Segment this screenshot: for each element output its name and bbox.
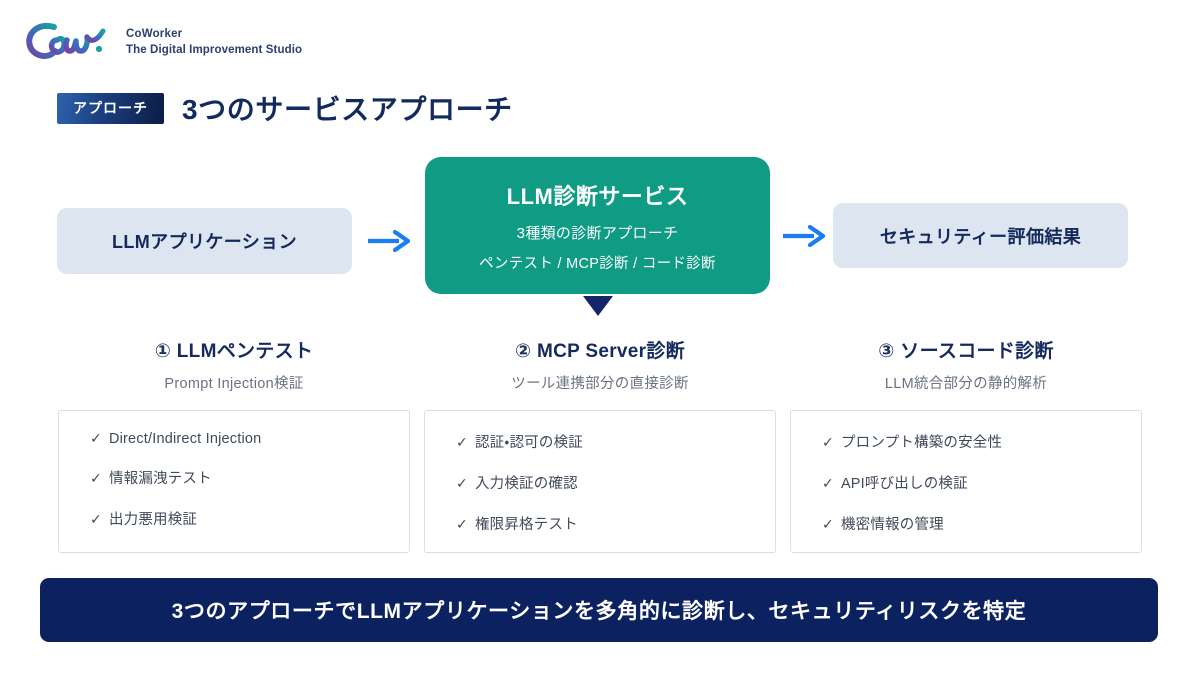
approach-subtitle-3: LLM統合部分の静的解析 bbox=[884, 376, 1048, 392]
list-item-label: 出力悪用検証 bbox=[108, 512, 198, 528]
arrow-right-icon bbox=[366, 228, 412, 254]
page-title-row: アプローチ 3つのサービスアプローチ bbox=[57, 88, 513, 128]
flow-output-box: セキュリティー評価結果 bbox=[833, 203, 1128, 268]
checklist-card-3: ✓ プロンプト構築の安全性 ✓ API呼び出しの検証 ✓ 機密情報の管理 bbox=[790, 410, 1142, 553]
list-item-label: プロンプト構築の安全性 bbox=[840, 435, 1003, 451]
approach-number-2: ② bbox=[515, 341, 532, 362]
approach-title-3: ③ ソースコード診断 bbox=[878, 336, 1053, 363]
approach-title-text-3: ソースコード診断 bbox=[900, 341, 1054, 362]
section-badge: アプローチ bbox=[57, 92, 164, 124]
list-item-label: 入力検証の確認 bbox=[474, 476, 578, 492]
brand-text: CoWorker The Digital Improvement Studio bbox=[126, 24, 302, 57]
brand-name: CoWorker bbox=[126, 28, 183, 41]
flow-center-detail: ペンテスト / MCP診断 / コード診断 bbox=[479, 255, 716, 272]
list-item: ✓ 入力検証の確認 bbox=[456, 472, 775, 493]
flow-center-title: LLM診断サービス bbox=[506, 183, 689, 209]
approach-column-2: ② MCP Server診断 ツール連携部分の直接診断 ✓ 認証・認可の検証 ✓… bbox=[419, 336, 781, 553]
approach-subtitle-1: Prompt Injection検証 bbox=[164, 376, 304, 392]
arrow-right-icon bbox=[781, 223, 827, 249]
approach-title-1: ① LLMペンテスト bbox=[155, 336, 313, 363]
check-icon: ✓ bbox=[822, 434, 834, 450]
list-item: ✓ 出力悪用検証 bbox=[90, 508, 409, 529]
brand-header: CoWorker The Digital Improvement Studio bbox=[24, 18, 302, 64]
list-item: ✓ 認証・認可の検証 bbox=[456, 431, 775, 452]
approach-subtitle-2: ツール連携部分の直接診断 bbox=[511, 376, 689, 392]
coworker-cow-logo-icon bbox=[24, 18, 116, 64]
flow-center-box: LLM診断サービス 3種類の診断アプローチ ペンテスト / MCP診断 / コー… bbox=[425, 157, 770, 294]
flow-input-box: LLMアプリケーション bbox=[57, 208, 352, 274]
summary-banner-text: 3つのアプローチでLLMアプリケーションを多角的に診断し、セキュリティリスクを特… bbox=[171, 600, 1027, 623]
list-item-label: 権限昇格テスト bbox=[474, 517, 578, 533]
list-item-label: 機密情報の管理 bbox=[840, 517, 944, 533]
approach-title-text-2: MCP Server診断 bbox=[537, 341, 685, 362]
summary-banner: 3つのアプローチでLLMアプリケーションを多角的に診断し、セキュリティリスクを特… bbox=[40, 578, 1158, 642]
list-item: ✓ 権限昇格テスト bbox=[456, 513, 775, 534]
flow-center-subtitle: 3種類の診断アプローチ bbox=[516, 224, 679, 242]
list-item: ✓ Direct/Indirect Injection bbox=[90, 431, 409, 447]
list-item-label: 認証・認可の検証 bbox=[474, 435, 583, 451]
check-icon: ✓ bbox=[822, 475, 834, 491]
list-item-label: 情報漏洩テスト bbox=[108, 471, 212, 487]
brand-tagline: The Digital Improvement Studio bbox=[126, 44, 303, 56]
flow-input-label: LLMアプリケーション bbox=[111, 232, 298, 252]
approach-title-text-1: LLMペンテスト bbox=[176, 341, 314, 362]
check-icon: ✓ bbox=[456, 516, 468, 532]
flow-diagram: LLMアプリケーション LLM診断サービス 3種類の診断アプローチ ペンテスト … bbox=[0, 157, 1198, 316]
list-item-label: API呼び出しの検証 bbox=[840, 476, 968, 492]
list-item: ✓ API呼び出しの検証 bbox=[822, 472, 1141, 493]
list-item: ✓ 情報漏洩テスト bbox=[90, 467, 409, 488]
check-icon: ✓ bbox=[822, 516, 834, 532]
approach-columns: ① LLMペンテスト Prompt Injection検証 ✓ Direct/I… bbox=[0, 336, 1198, 553]
flow-output-label: セキュリティー評価結果 bbox=[879, 226, 1082, 247]
check-icon: ✓ bbox=[456, 434, 468, 450]
caret-down-icon bbox=[583, 296, 613, 316]
list-item-label: Direct/Indirect Injection bbox=[108, 431, 262, 447]
checklist-card-1: ✓ Direct/Indirect Injection ✓ 情報漏洩テスト ✓ … bbox=[58, 410, 410, 553]
list-item: ✓ 機密情報の管理 bbox=[822, 513, 1141, 534]
checklist-card-2: ✓ 認証・認可の検証 ✓ 入力検証の確認 ✓ 権限昇格テスト bbox=[424, 410, 776, 553]
check-icon: ✓ bbox=[90, 470, 102, 486]
approach-column-1: ① LLMペンテスト Prompt Injection検証 ✓ Direct/I… bbox=[53, 336, 415, 553]
approach-title-2: ② MCP Server診断 bbox=[515, 336, 685, 363]
list-item: ✓ プロンプト構築の安全性 bbox=[822, 431, 1141, 452]
check-icon: ✓ bbox=[90, 430, 102, 446]
approach-number-3: ③ bbox=[878, 341, 895, 362]
approach-column-3: ③ ソースコード診断 LLM統合部分の静的解析 ✓ プロンプト構築の安全性 ✓ … bbox=[785, 336, 1147, 553]
check-icon: ✓ bbox=[456, 475, 468, 491]
approach-number-1: ① bbox=[154, 341, 172, 362]
page-title: 3つのサービスアプローチ bbox=[182, 94, 513, 125]
check-icon: ✓ bbox=[90, 511, 102, 527]
